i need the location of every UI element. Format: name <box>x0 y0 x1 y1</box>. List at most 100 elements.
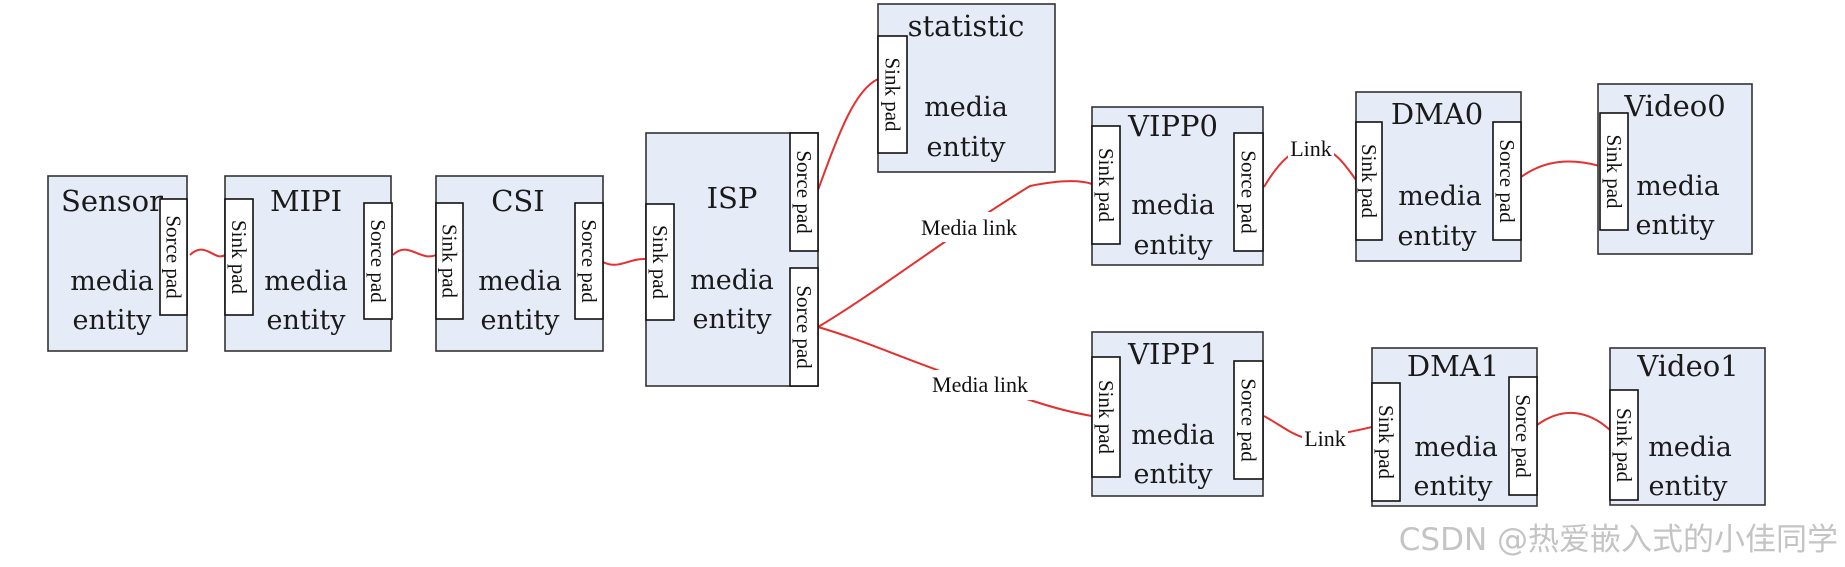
watermark: CSDN @热爱嵌入式的小佳同学 <box>1399 522 1838 558</box>
source-pad-label: Sorce pad <box>577 219 601 303</box>
entity-vipp0: VIPP0 media entity Sink pad Sorce pad <box>1091 106 1264 266</box>
entity-dma0: DMA0 media entity Sink pad Sorce pad <box>1355 91 1522 262</box>
sink-pad-label: Sink pad <box>1612 408 1636 483</box>
source-pad <box>789 132 819 252</box>
sink-pad-label: Sink pad <box>1602 134 1626 209</box>
entity-title: Video0 <box>1623 89 1725 123</box>
sink-pad-label: Sink pad <box>227 220 251 295</box>
source-pad <box>789 267 819 387</box>
source-pad <box>1233 360 1264 480</box>
sink-pad <box>1599 112 1629 231</box>
entity-line2: entity <box>481 305 561 336</box>
sink-pad-label: Sink pad <box>1094 148 1118 223</box>
source-pad <box>363 202 393 320</box>
entity-line1: media <box>1398 181 1482 212</box>
entity-line2: entity <box>1636 210 1716 241</box>
entity-mipi: MIPI media entity Sink pad Sorce pad <box>224 175 393 352</box>
link-isp-statistic <box>817 78 879 191</box>
entity-line2: entity <box>1649 471 1729 502</box>
source-pad-label: Sorce pad <box>162 215 186 299</box>
sink-pad-label: Sink pad <box>438 224 462 299</box>
link-label-bottom: Link <box>1304 426 1346 451</box>
entity-title: VIPP0 <box>1127 109 1218 143</box>
sink-pad-label: Sink pad <box>881 57 905 132</box>
link-sensor-mipi <box>189 248 226 258</box>
sink-pad <box>435 202 464 320</box>
entity-video0: Video0 media entity Sink pad <box>1597 83 1753 255</box>
entity-title: ISP <box>707 181 758 215</box>
entity-line1: media <box>690 265 774 296</box>
link-dma0-video0 <box>1520 160 1601 178</box>
sink-pad <box>1355 121 1383 241</box>
sink-pad-label: Sink pad <box>648 225 672 300</box>
link-mipi-csi <box>392 248 437 258</box>
entity-statistic: statistic media entity Sink pad <box>877 3 1056 173</box>
entity-title: CSI <box>491 184 545 218</box>
source-pad <box>1233 132 1264 252</box>
sink-pad-label: Sink pad <box>1374 405 1398 480</box>
entity-line1: media <box>1131 190 1215 221</box>
source-pad-label: Sorce pad <box>1495 139 1519 223</box>
entity-line2: entity <box>267 305 347 336</box>
link-label-top: Link <box>1290 136 1332 161</box>
entity-vipp1: VIPP1 media entity Sink pad Sorce pad <box>1091 331 1264 497</box>
source-pad-label: Sorce pad <box>792 285 816 369</box>
source-pad-label: Sorce pad <box>366 219 390 303</box>
entity-title: DMA1 <box>1407 349 1499 383</box>
label-backdrop <box>1288 136 1334 164</box>
sink-pad <box>1371 382 1401 502</box>
link-dma1-video1 <box>1536 411 1611 431</box>
entity-line1: media <box>1414 432 1498 463</box>
sink-pad-label: Sink pad <box>1357 144 1381 219</box>
entity-line2: entity <box>927 132 1007 163</box>
sink-pad <box>645 203 675 321</box>
label-backdrop <box>926 370 1034 400</box>
label-backdrop <box>1302 424 1348 452</box>
source-pad-label: Sorce pad <box>1237 150 1261 234</box>
entity-sensor: Sensor media entity Sorce pad <box>47 175 188 352</box>
sink-pad <box>1609 389 1639 501</box>
label-backdrop <box>915 212 1023 242</box>
entity-line2: entity <box>693 304 773 335</box>
link-labels: Media link Media link Link Link <box>915 136 1348 452</box>
media-link-label-bottom: Media link <box>932 372 1028 397</box>
source-pad-label: Sorce pad <box>1511 394 1535 478</box>
link-isp-vipp0 <box>817 180 1093 328</box>
source-pad-label: Sorce pad <box>792 150 816 234</box>
entity-title: DMA0 <box>1391 97 1483 131</box>
entity-dma1: DMA1 media entity Sink pad Sorce pad <box>1371 347 1538 507</box>
entity-title: statistic <box>908 9 1025 43</box>
entity-line1: media <box>264 266 348 297</box>
source-pad <box>1508 376 1538 496</box>
entity-line1: media <box>70 266 154 297</box>
entity-line1: media <box>1131 420 1215 451</box>
source-pad <box>159 198 188 316</box>
entity-csi: CSI media entity Sink pad Sorce pad <box>435 175 604 352</box>
sink-pad <box>877 35 908 154</box>
entity-line1: media <box>1648 432 1732 463</box>
entity-line2: entity <box>1398 221 1478 252</box>
sink-pad <box>1091 125 1121 245</box>
entity-title: Sensor <box>61 184 163 218</box>
sink-pad-label: Sink pad <box>1094 380 1118 455</box>
entity-line2: entity <box>1134 459 1214 490</box>
entity-title: VIPP1 <box>1127 337 1218 371</box>
link-csi-isp <box>602 257 646 266</box>
source-pad <box>574 202 604 320</box>
entity-line2: entity <box>1134 230 1214 261</box>
sink-pad <box>224 198 254 316</box>
entity-line2: entity <box>73 305 153 336</box>
entity-video1: Video1 media entity Sink pad <box>1609 347 1766 506</box>
entity-line1: media <box>478 266 562 297</box>
entity-title: Video1 <box>1636 349 1738 383</box>
source-pad-label: Sorce pad <box>1237 378 1261 462</box>
entity-line2: entity <box>1414 471 1494 502</box>
entity-isp: ISP media entity Sink pad Sorce pad Sorc… <box>645 132 819 387</box>
media-link-label-top: Media link <box>921 215 1017 240</box>
entity-line1: media <box>1636 171 1720 202</box>
entity-line1: media <box>924 92 1008 123</box>
sink-pad <box>1091 356 1121 478</box>
source-pad <box>1492 121 1522 241</box>
entity-title: MIPI <box>270 184 342 218</box>
